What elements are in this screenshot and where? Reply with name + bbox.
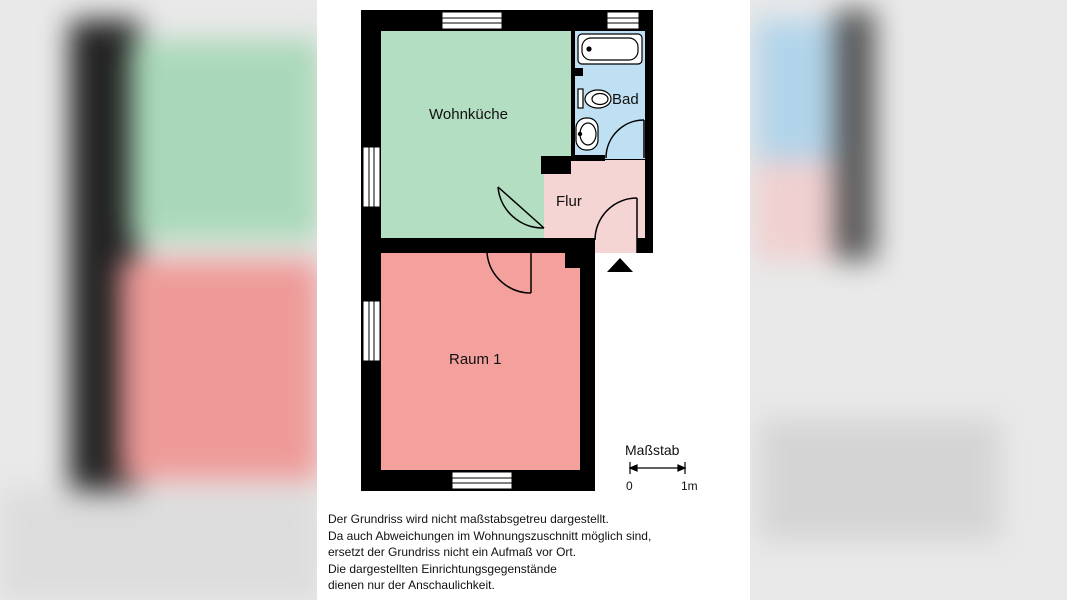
scale-title: Maßstab <box>625 442 680 458</box>
wall-kitchen-hall <box>541 156 571 174</box>
disclaimer-text: Der Grundriss wird nicht maßstabsgetreu … <box>328 511 748 594</box>
scale-bar <box>628 462 687 474</box>
room-label-hall: Flur <box>556 193 582 210</box>
bg-green-left <box>130 40 320 240</box>
wall-bath-partition <box>574 68 583 76</box>
scale-end-label: 1m <box>681 479 698 493</box>
window-kitchen-left <box>362 146 381 208</box>
wall-bath-hall <box>571 155 605 161</box>
wall-room1-notch <box>565 253 580 268</box>
door-entrance-swing <box>594 197 638 241</box>
window-room1-left <box>362 300 381 362</box>
kitchen-floor <box>381 31 571 238</box>
door-room1-swing <box>486 252 532 294</box>
disclaimer-line: dienen nur der Anschaulichkeit. <box>328 578 495 592</box>
bg-grey-bottom-right <box>760 420 1000 540</box>
floor-plan-drawing <box>361 10 687 491</box>
bg-red-left <box>120 260 320 480</box>
entrance-arrow-icon <box>607 258 633 272</box>
windows <box>362 11 640 490</box>
wall-corridor <box>580 238 595 491</box>
door-kitchen-leaf <box>497 186 545 229</box>
disclaimer-line: Der Grundriss wird nicht maßstabsgetreu … <box>328 512 609 526</box>
scale-start-label: 0 <box>626 479 633 493</box>
bg-dark-right <box>835 10 875 260</box>
disclaimer-line: ersetzt der Grundriss nicht ein Aufmaß v… <box>328 545 577 559</box>
window-kitchen-top <box>441 11 503 30</box>
bg-grey-bottom-left <box>0 490 320 600</box>
door-bath-swing <box>605 119 645 159</box>
room-label-room1: Raum 1 <box>449 351 502 368</box>
door-kitchen-swing <box>497 186 545 229</box>
sink <box>575 117 599 151</box>
room-label-kitchen: Wohnküche <box>429 106 508 123</box>
hall-entry <box>595 238 637 253</box>
window-bath-top <box>606 11 640 30</box>
disclaimer-line: Die dargestellten Einrichtungsgegenständ… <box>328 561 557 576</box>
room-label-bath: Bad <box>612 91 639 108</box>
disclaimer-line: Da auch Abweichungen im Wohnungszuschnit… <box>328 528 652 543</box>
doors <box>486 119 645 294</box>
toilet <box>577 88 612 109</box>
bg-pink-right <box>755 160 845 260</box>
floor-plan-sheet: Wohnküche Bad Flur Raum 1 Maßstab 0 1m D… <box>317 0 750 600</box>
bg-blue-right <box>755 20 845 160</box>
room1-floor <box>381 253 580 470</box>
bathtub <box>577 33 643 65</box>
window-room1-bottom <box>451 471 513 490</box>
